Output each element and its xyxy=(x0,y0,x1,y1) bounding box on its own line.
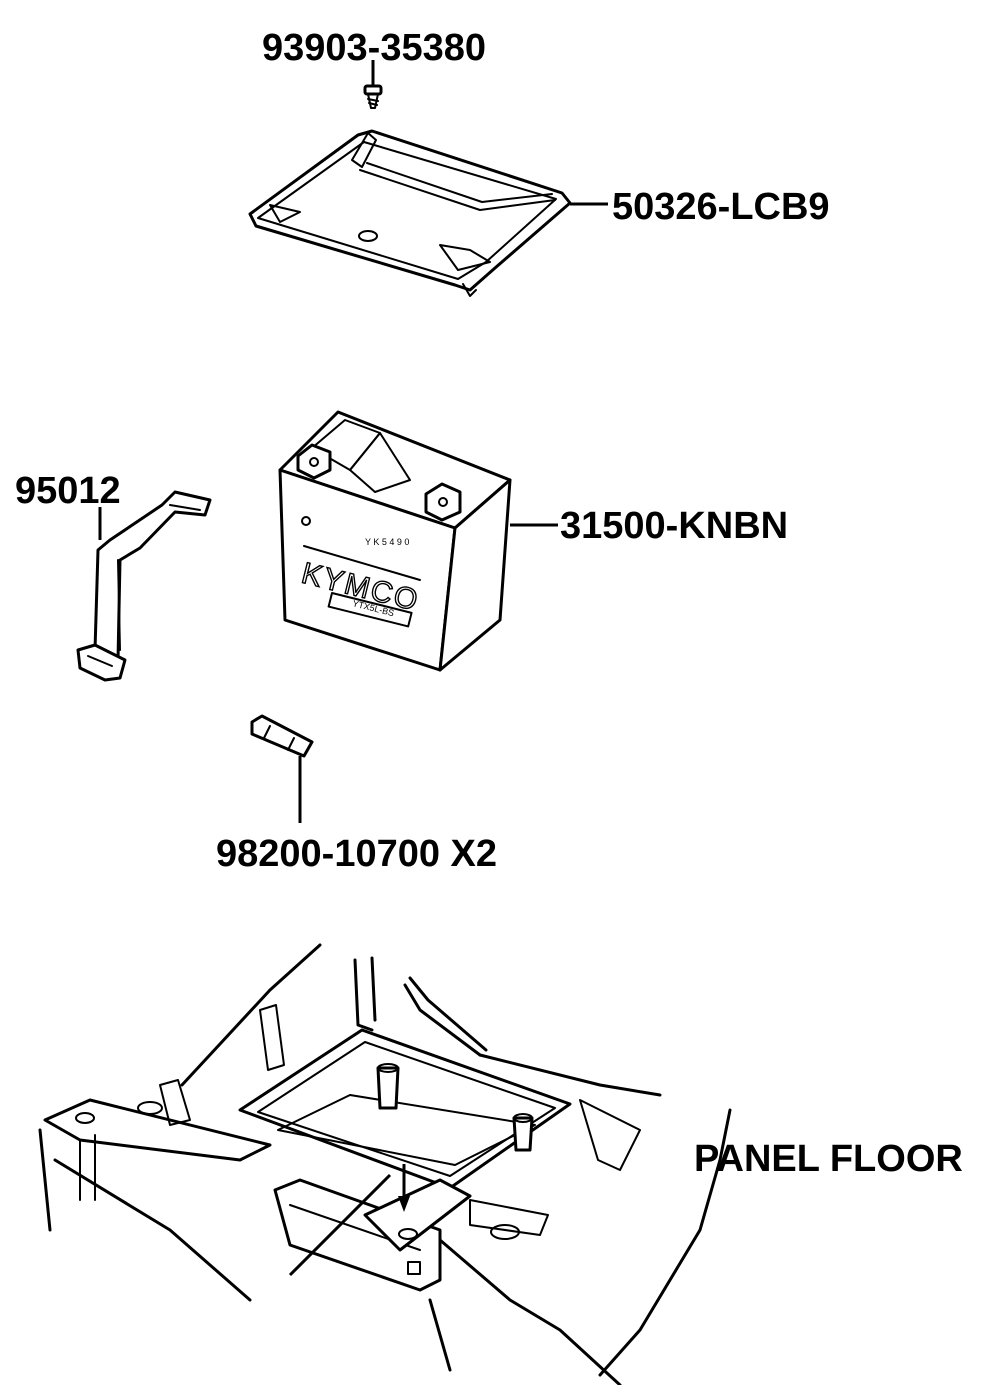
panel-floor-part xyxy=(38,943,732,1385)
battery-terminal-right xyxy=(424,482,462,522)
label-battery: 31500-KNBN xyxy=(560,505,788,547)
screw-part xyxy=(363,60,383,109)
battery-cover-part xyxy=(248,129,608,297)
label-fuse: 98200-10700 X2 xyxy=(216,833,497,875)
battery-terminal-left xyxy=(296,443,332,480)
label-cover: 50326-LCB9 xyxy=(612,186,830,228)
battery-small-code: Y K 5 4 9 0 xyxy=(365,537,409,547)
label-panel-floor: PANEL FLOOR xyxy=(694,1138,963,1180)
label-band: 95012 xyxy=(15,470,121,512)
battery-part: Y K 5 4 9 0 KYMCO YTX5L-BS xyxy=(278,410,558,672)
label-screw: 93903-35380 xyxy=(262,27,486,69)
battery-band-part xyxy=(76,490,212,682)
fuse-part xyxy=(250,714,314,823)
